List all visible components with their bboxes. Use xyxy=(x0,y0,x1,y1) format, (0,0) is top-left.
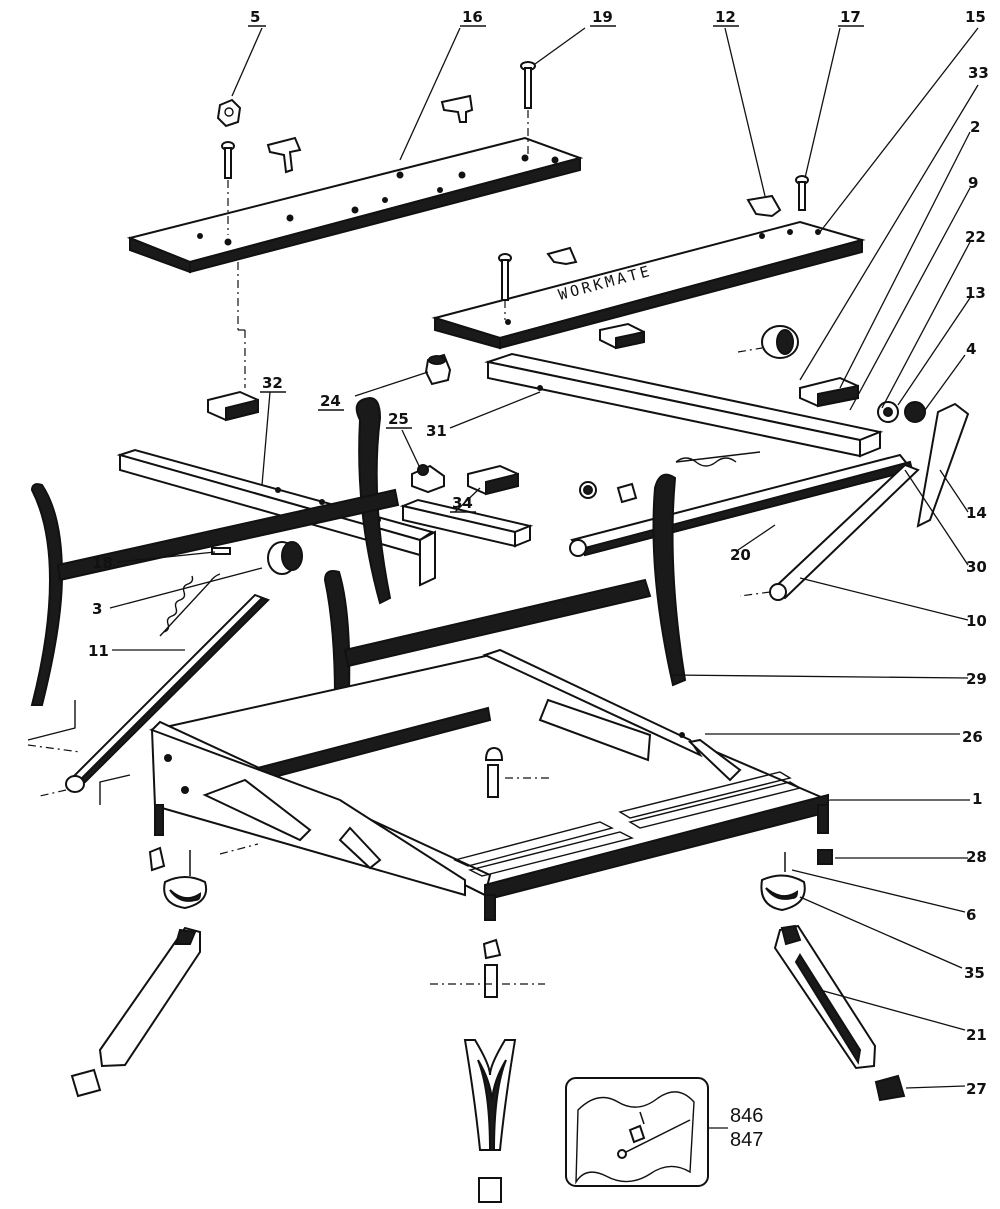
bracket-34 xyxy=(399,498,534,548)
callout-11: 11 xyxy=(88,642,109,660)
cam-2 xyxy=(737,325,799,359)
callout-24: 24 xyxy=(320,392,341,410)
swivel-25 xyxy=(411,464,445,494)
swivel-peg-12-top xyxy=(440,94,474,123)
pivot-block-mid xyxy=(599,322,645,350)
callout-9: 9 xyxy=(968,174,978,192)
callout-13: 13 xyxy=(965,284,986,302)
swivel-peg-12-lower xyxy=(546,246,578,266)
hardware-kit xyxy=(565,1077,709,1187)
callout-6: 6 xyxy=(966,906,976,924)
handwheel-3 xyxy=(267,541,303,575)
top-jaw-16 xyxy=(126,136,584,274)
bolt-below-nut-5 xyxy=(221,141,235,235)
callout-34: 34 xyxy=(452,494,473,512)
callout-22: 22 xyxy=(965,228,986,246)
bolt-on-jaw-15 xyxy=(498,253,512,320)
nut-5 xyxy=(216,98,242,128)
swivel-nut xyxy=(579,481,638,504)
callout-30: 30 xyxy=(966,558,987,576)
foot-27 xyxy=(874,1074,906,1102)
spindle-20 xyxy=(675,451,761,467)
knob-13 xyxy=(877,401,899,423)
leg-center xyxy=(463,1039,517,1203)
leg-left xyxy=(70,926,201,1098)
callout-3: 3 xyxy=(92,600,102,618)
socket-left xyxy=(163,876,207,910)
cap-left xyxy=(148,846,166,872)
spindle-3 xyxy=(159,573,221,637)
arm-11 xyxy=(39,593,270,797)
pivot-nut-24 xyxy=(424,353,452,386)
center-socket xyxy=(430,938,545,998)
pin-18 xyxy=(211,547,231,555)
kit-label-847: 847 xyxy=(730,1129,763,1151)
callout-20: 20 xyxy=(730,546,751,564)
callout-1: 1 xyxy=(972,790,982,808)
pivot-block-34 xyxy=(467,464,519,496)
bolt-19 xyxy=(520,61,536,158)
callout-17: 17 xyxy=(840,8,861,26)
center-peg xyxy=(484,746,550,798)
callout-10: 10 xyxy=(966,612,987,630)
callout-33: 33 xyxy=(968,64,989,82)
bolt-17 xyxy=(795,175,809,211)
callout-31: 31 xyxy=(426,422,447,440)
callout-26: 26 xyxy=(962,728,983,746)
brace-14 xyxy=(916,402,970,528)
callout-15: 15 xyxy=(965,8,986,26)
callout-labels: 5 16 19 12 17 15 33 2 9 22 13 4 14 30 10… xyxy=(88,8,989,1151)
cross-rail xyxy=(56,488,652,668)
callout-29: 29 xyxy=(966,670,987,688)
frame-fragment-left xyxy=(27,700,131,805)
leg-21 xyxy=(773,924,877,1070)
callout-21: 21 xyxy=(966,1026,987,1044)
socket-35 xyxy=(760,874,806,912)
callout-19: 19 xyxy=(592,8,613,26)
kit-label-846: 846 xyxy=(730,1105,763,1127)
callout-4: 4 xyxy=(966,340,976,358)
callout-14: 14 xyxy=(966,504,987,522)
callout-16: 16 xyxy=(462,8,483,26)
pivot-block-33 xyxy=(799,376,859,408)
swivel-peg-12-right xyxy=(746,194,782,218)
callout-18: 18 xyxy=(92,554,113,572)
callout-25: 25 xyxy=(388,410,409,428)
callout-27: 27 xyxy=(966,1080,987,1098)
callout-2: 2 xyxy=(970,118,980,136)
knob-4 xyxy=(904,401,926,423)
callout-32: 32 xyxy=(262,374,283,392)
workmate-jaw-15: WORKMATE xyxy=(431,220,866,350)
pin-left xyxy=(189,843,259,876)
callout-5: 5 xyxy=(250,8,260,26)
callout-35: 35 xyxy=(964,964,985,982)
pivot-block-left xyxy=(207,390,259,422)
callout-28: 28 xyxy=(966,848,987,866)
leg-brace-10 xyxy=(739,463,920,601)
callout-12: 12 xyxy=(715,8,736,26)
cap-28 xyxy=(817,849,833,865)
leader-lines xyxy=(109,27,979,1089)
swivel-peg-12-left xyxy=(266,136,302,174)
rear-channel-31 xyxy=(484,352,884,458)
